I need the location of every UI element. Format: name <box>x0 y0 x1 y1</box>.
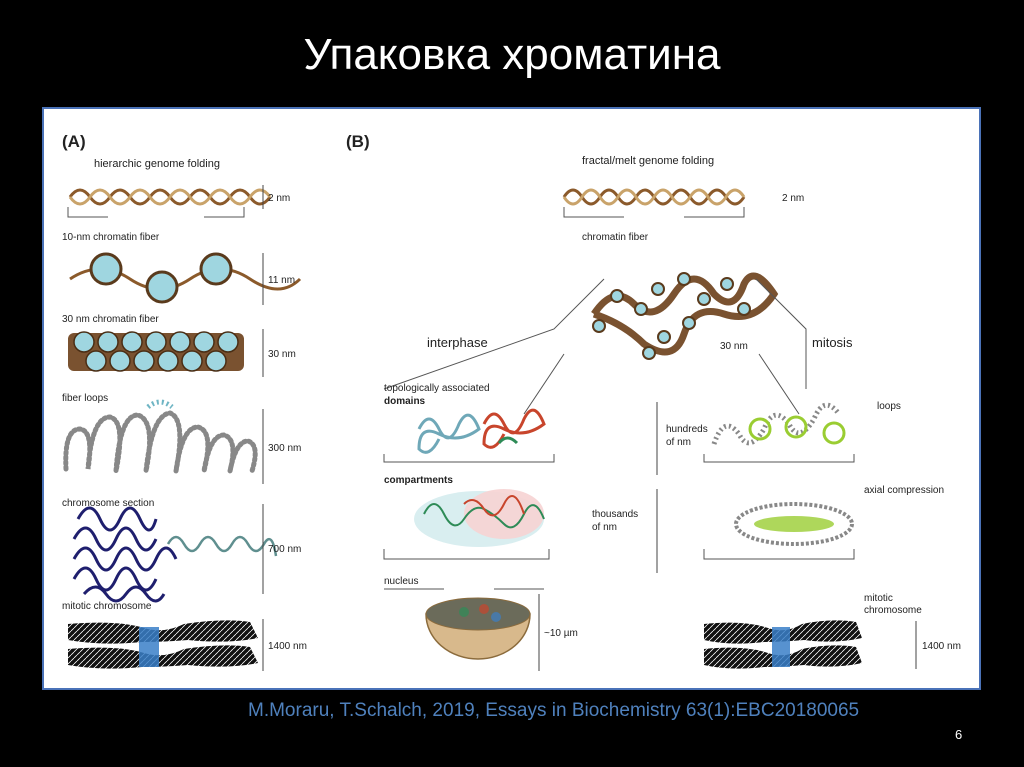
mitotic-size: 1400 nm <box>922 641 961 652</box>
dna-helix-a <box>70 190 270 204</box>
stage-a-size-2: 11 nm <box>268 275 295 286</box>
hundreds-line2: of nm <box>666 437 691 448</box>
thousands-line2: of nm <box>592 522 617 533</box>
chromatin-diagram: (A) hierarchic genome folding 10-nm chro… <box>44 109 979 688</box>
loop-highlight <box>148 402 172 407</box>
interphase-label: interphase <box>427 335 488 350</box>
figure-panel: (A) hierarchic genome folding 10-nm chro… <box>42 107 981 690</box>
tad-domains <box>419 410 544 452</box>
mitosis-loops <box>714 405 844 444</box>
stage-a-caption-4: fiber loops <box>62 393 108 404</box>
stage-a-size-3: 30 nm <box>268 349 296 360</box>
slide-title: Упаковка хроматина <box>0 30 1024 80</box>
panel-b-heading: fractal/melt genome folding <box>582 155 714 167</box>
nucleus-cutaway <box>426 598 530 659</box>
panel-b-fiber-caption: chromatin fiber <box>582 232 649 243</box>
panel-b-label: (B) <box>346 132 370 151</box>
mitotic-chromosome-b <box>704 620 862 668</box>
panel-a-label: (A) <box>62 132 86 151</box>
thousands-line1: thousands <box>592 509 638 520</box>
fiber-loops <box>66 413 255 471</box>
nucleus-label: nucleus <box>384 576 418 587</box>
dna-helix-b <box>564 190 744 204</box>
stage-a-size-1: 2 nm <box>268 193 290 204</box>
micro-size: ~10 µm <box>544 628 578 639</box>
stage-a-size-6: 1400 nm <box>268 641 307 652</box>
mitotic-label-line2: chromosome <box>864 605 922 616</box>
loops-label: loops <box>877 401 901 412</box>
mitotic-chromosome-a <box>68 620 258 668</box>
stage-a-size-5: 700 nm <box>268 544 301 555</box>
tad-label-line1: topologically associated <box>384 383 490 394</box>
hundreds-line1: hundreds <box>666 424 708 435</box>
chromosome-section <box>74 508 276 601</box>
tad-label-line2: domains <box>384 396 426 407</box>
stage-a-caption-3: 30 nm chromatin fiber <box>62 314 159 325</box>
nucleosome-fiber-10nm <box>70 254 300 302</box>
page-number: 6 <box>955 727 962 742</box>
panel-a-heading: hierarchic genome folding <box>94 158 220 170</box>
axial-label: axial compression <box>864 485 944 496</box>
mitosis-label: mitosis <box>812 335 853 350</box>
stage-a-caption-6: mitotic chromosome <box>62 601 152 612</box>
panel-b-dna-size: 2 nm <box>782 193 804 204</box>
stage-a-caption-2: 10-nm chromatin fiber <box>62 232 160 243</box>
stage-a-caption-5: chromosome section <box>62 498 154 509</box>
panel-b-fiber-size: 30 nm <box>720 341 748 352</box>
nucleosome-fiber-30nm <box>68 332 244 371</box>
compartments-label: compartments <box>384 475 453 486</box>
mitotic-label-line1: mitotic <box>864 593 893 604</box>
stage-a-size-4: 300 nm <box>268 443 301 454</box>
axial-compression <box>736 504 852 544</box>
citation: M.Moraru, T.Schalch, 2019, Essays in Bio… <box>248 700 859 722</box>
compartments <box>414 489 544 547</box>
